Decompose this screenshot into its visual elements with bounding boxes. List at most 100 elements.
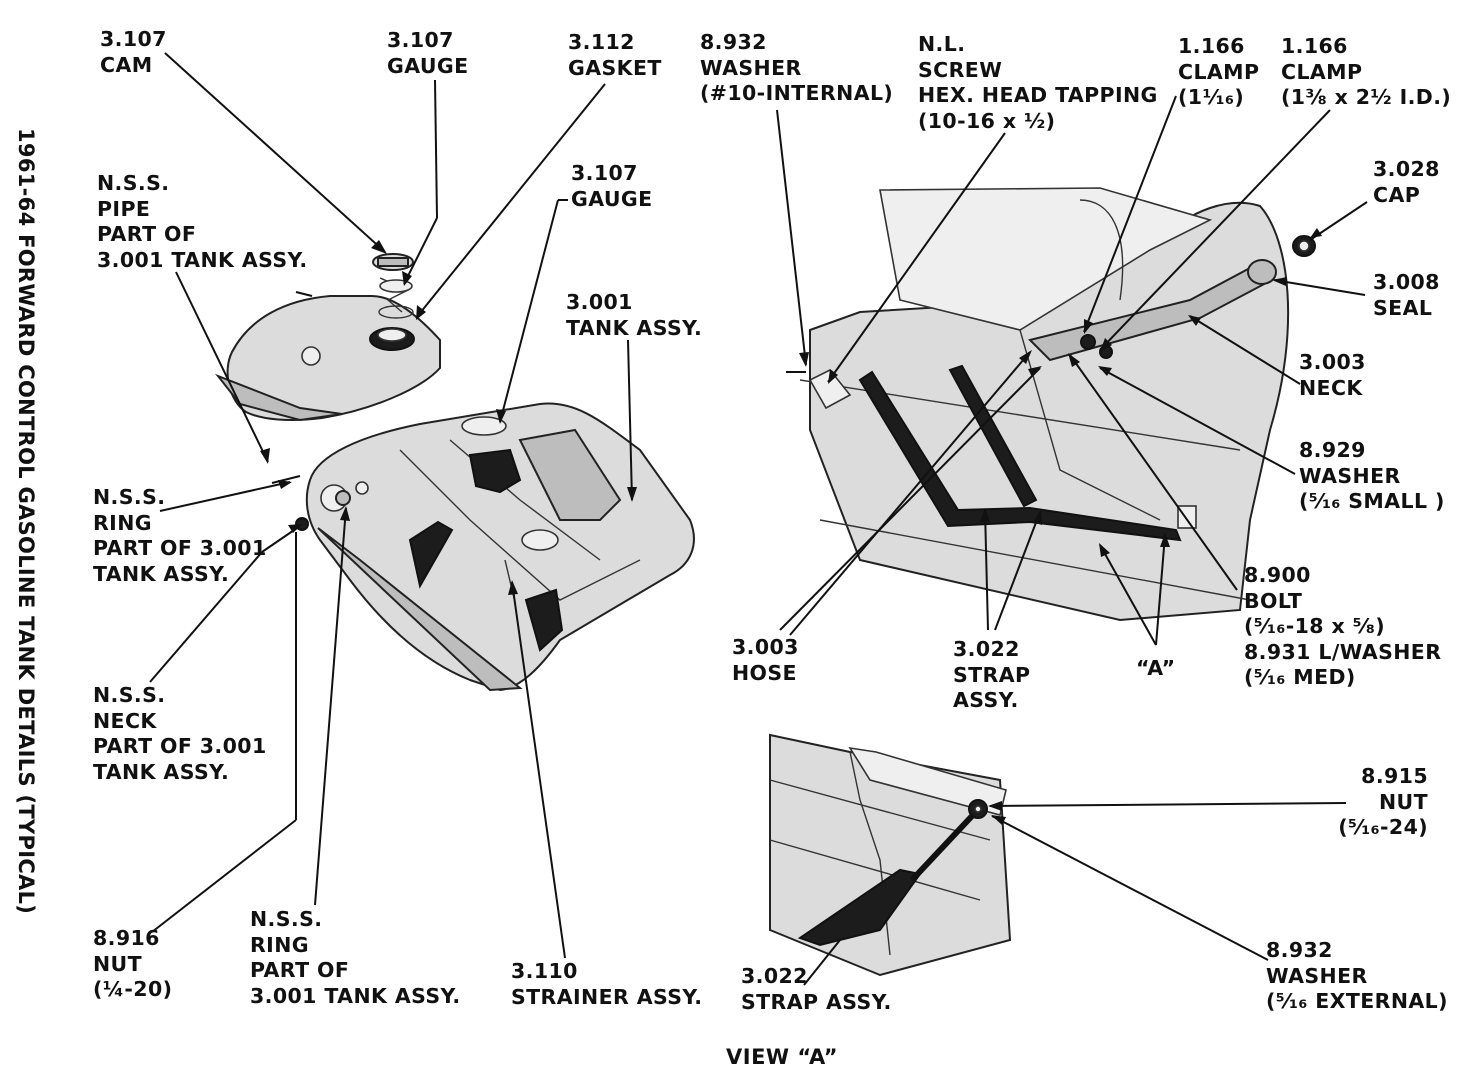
leader-lines xyxy=(149,52,1368,986)
part-number: 3.107 xyxy=(571,161,638,185)
part-number: 8.929 xyxy=(1299,438,1366,462)
installed-tank-illustration xyxy=(786,187,1316,622)
part-spec: (⁵⁄₁₆ MED) xyxy=(1244,665,1356,689)
label-washer-8932-top: 8.932 WASHER (#10-INTERNAL) xyxy=(700,30,893,107)
part-name: GAUGE xyxy=(571,186,653,211)
part-note: PART OF xyxy=(250,958,350,982)
part-name: GAUGE xyxy=(387,53,469,78)
label-neck-right: 3.003 NECK xyxy=(1299,350,1366,401)
part-number: N.S.S. xyxy=(93,683,166,707)
part-name: NUT xyxy=(93,951,142,976)
label-gasket: 3.112 GASKET xyxy=(568,30,662,81)
part-name: CLAMP xyxy=(1281,59,1363,84)
part-spec: (¼-20) xyxy=(93,977,173,1001)
part-name: NUT xyxy=(1379,789,1428,814)
label-gauge-top: 3.107 GAUGE xyxy=(387,28,469,79)
label-view-a-marker: “A” xyxy=(1136,656,1176,682)
part-name: WASHER xyxy=(700,55,802,80)
part-number: 3.008 xyxy=(1373,270,1440,294)
label-bolt: 8.900 BOLT (⁵⁄₁₆-18 x ⁵⁄₈) 8.931 L/WASHE… xyxy=(1244,563,1441,691)
side-title: 1961-64 FORWARD CONTROL GASOLINE TANK DE… xyxy=(14,128,38,915)
part-spec: (⁵⁄₁₆ SMALL ) xyxy=(1299,489,1445,513)
part-number: 3.003 xyxy=(732,635,799,659)
part-note: PART OF 3.001 xyxy=(93,536,267,560)
part-number: N.S.S. xyxy=(97,171,170,195)
part-spec: (1⅜ x 2½ I.D.) xyxy=(1281,85,1452,109)
part-name: HOSE xyxy=(732,660,797,685)
part-number: 3.022 xyxy=(741,964,808,988)
label-pipe: N.S.S. PIPE PART OF 3.001 TANK ASSY. xyxy=(97,171,308,273)
part-spec: (⁵⁄₁₆-24) xyxy=(1338,815,1428,839)
view-a-caption: VIEW “A” xyxy=(726,1045,839,1069)
label-cam: 3.107 CAM xyxy=(100,27,167,78)
part-number: 3.003 xyxy=(1299,350,1366,374)
part-note: HEX. HEAD TAPPING xyxy=(918,83,1158,107)
part-note: 3.001 TANK ASSY. xyxy=(250,983,461,1008)
part-number: 3.022 xyxy=(953,637,1020,661)
part-number: 1.166 xyxy=(1178,34,1245,58)
label-washer-8932-ext: 8.932 WASHER (⁵⁄₁₆ EXTERNAL) xyxy=(1266,938,1448,1015)
part-name: RING xyxy=(250,932,309,957)
part-name: STRAINER ASSY. xyxy=(511,984,703,1009)
part-note: 3.001 TANK ASSY. xyxy=(97,247,308,272)
part-name: CAM xyxy=(100,52,153,77)
part-name: GASKET xyxy=(568,55,662,80)
part-name: CLAMP xyxy=(1178,59,1260,84)
part-spec: (1¹⁄₁₆) xyxy=(1178,85,1245,109)
label-tank-assy: 3.001 TANK ASSY. xyxy=(566,290,702,341)
part-name: 8.931 L/WASHER xyxy=(1244,639,1442,664)
part-number: 3.112 xyxy=(568,30,635,54)
part-number: 8.932 xyxy=(700,30,767,54)
label-neck-left: N.S.S. NECK PART OF 3.001 TANK ASSY. xyxy=(93,683,267,785)
label-gauge-mid: 3.107 GAUGE xyxy=(571,161,653,212)
part-name: NECK xyxy=(1299,375,1363,400)
part-number: 3.107 xyxy=(387,28,454,52)
part-name: STRAP ASSY. xyxy=(741,989,892,1014)
arrowheads xyxy=(260,228,1322,825)
part-name: ASSY. xyxy=(953,688,1019,712)
part-note: TANK ASSY. xyxy=(93,759,230,784)
part-name: WASHER xyxy=(1299,463,1401,488)
tank-top-half-illustration xyxy=(214,291,441,422)
label-strap-top: 3.022 STRAP ASSY. xyxy=(953,637,1030,714)
label-cap: 3.028 CAP xyxy=(1373,157,1440,208)
label-ring-left: N.S.S. RING PART OF 3.001 TANK ASSY. xyxy=(93,485,267,587)
part-name: PIPE xyxy=(97,196,151,221)
part-number: 8.915 xyxy=(1361,764,1428,788)
label-seal: 3.008 SEAL xyxy=(1373,270,1440,321)
part-number: 8.900 xyxy=(1244,563,1311,587)
label-strap-bottom: 3.022 STRAP ASSY. xyxy=(741,964,892,1015)
part-name: BOLT xyxy=(1244,588,1303,613)
part-number: N.L. xyxy=(918,32,966,56)
part-spec: (#10-INTERNAL) xyxy=(700,81,894,105)
part-number: 1.166 xyxy=(1281,34,1348,58)
label-strainer: 3.110 STRAINER ASSY. xyxy=(511,959,702,1010)
part-number: 3.001 xyxy=(566,290,633,314)
part-spec: (⁵⁄₁₆ EXTERNAL) xyxy=(1266,989,1448,1013)
part-number: 3.028 xyxy=(1373,157,1440,181)
label-clamp-large: 1.166 CLAMP (1⅜ x 2½ I.D.) xyxy=(1281,34,1451,111)
label-washer-8929: 8.929 WASHER (⁵⁄₁₆ SMALL ) xyxy=(1299,438,1445,515)
part-number: 3.110 xyxy=(511,959,578,983)
part-name: WASHER xyxy=(1266,963,1368,988)
part-note: PART OF xyxy=(97,222,197,246)
part-name: SEAL xyxy=(1373,295,1433,320)
part-name: CAP xyxy=(1373,182,1421,207)
view-marker: “A” xyxy=(1136,656,1176,680)
part-name: RING xyxy=(93,510,152,535)
label-screw: N.L. SCREW HEX. HEAD TAPPING (10-16 x ½) xyxy=(918,32,1158,134)
label-hose: 3.003 HOSE xyxy=(732,635,799,686)
label-nut-8915: 8.915 NUT (⁵⁄₁₆-24) xyxy=(1320,764,1428,841)
gauge-cam-gasket-illustration xyxy=(372,253,414,319)
part-number: 3.107 xyxy=(100,27,167,51)
part-name: SCREW xyxy=(918,57,1003,82)
part-note: PART OF 3.001 xyxy=(93,734,267,758)
part-spec: (⁵⁄₁₆-18 x ⁵⁄₈) xyxy=(1244,614,1386,638)
label-nut-8916: 8.916 NUT (¼-20) xyxy=(93,926,172,1003)
view-a-detail-illustration xyxy=(769,733,1012,977)
label-ring-bottom: N.S.S. RING PART OF 3.001 TANK ASSY. xyxy=(250,907,461,1009)
part-number: N.S.S. xyxy=(250,907,323,931)
part-number: 8.916 xyxy=(93,926,160,950)
